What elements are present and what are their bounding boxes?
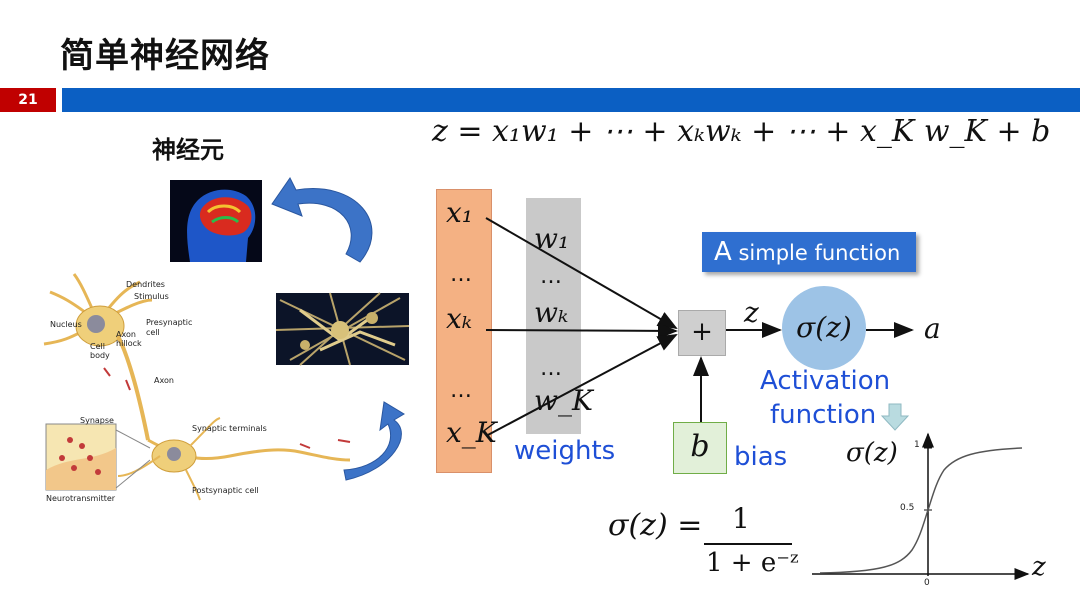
plot-ylabel: σ(z) — [846, 438, 898, 468]
plot-xlabel: z — [1032, 552, 1046, 582]
plot-tick-05: 0.5 — [900, 503, 914, 513]
plot-tick-1: 1 — [914, 440, 920, 450]
plot-tick-0: 0 — [924, 578, 930, 588]
